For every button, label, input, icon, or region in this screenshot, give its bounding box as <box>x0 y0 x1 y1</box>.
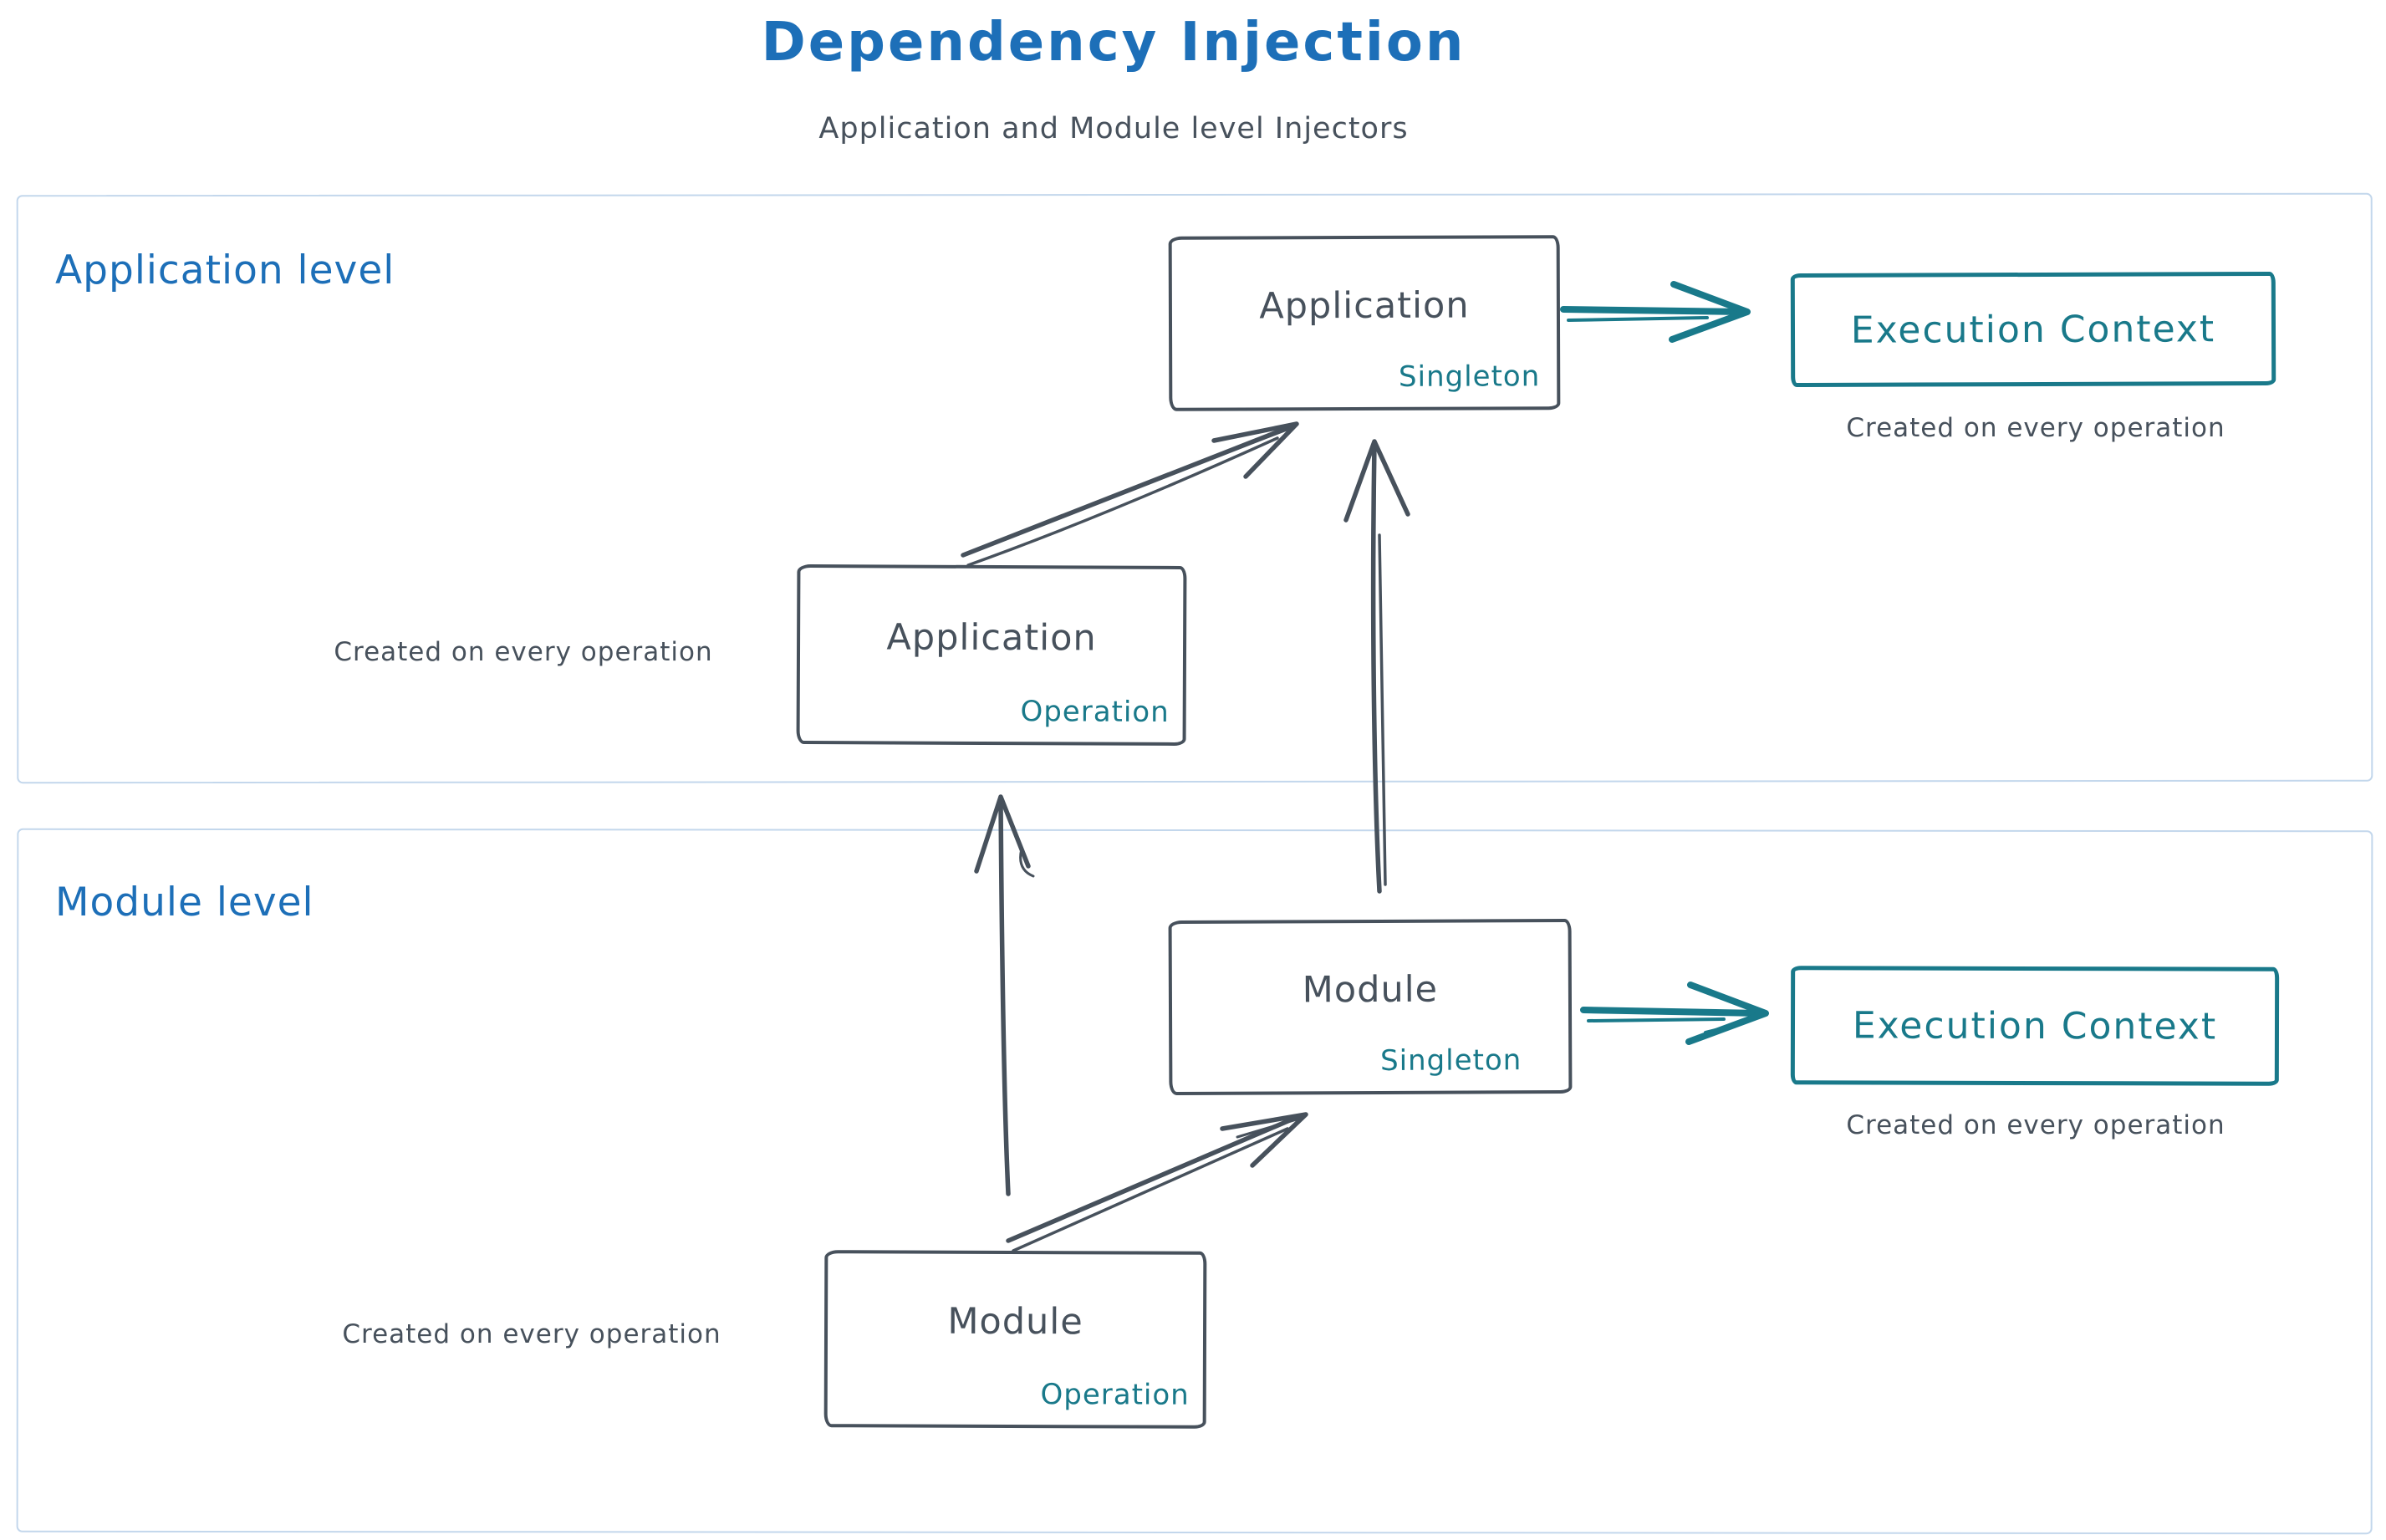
module-singleton-tag: Singleton <box>1379 1043 1522 1078</box>
module-execution-context-label: Execution Context <box>1852 1003 2218 1048</box>
app-execution-context-label: Execution Context <box>1850 307 2216 352</box>
app-operation-tag: Operation <box>1020 695 1170 729</box>
app-singleton-box: Application Singleton <box>1168 235 1561 411</box>
app-execution-context-box: Execution Context <box>1790 271 2276 388</box>
app-singleton-title: Application <box>1259 284 1470 327</box>
module-execution-context-box: Execution Context <box>1790 966 2280 1086</box>
app-operation-caption: Created on every operation <box>334 637 713 667</box>
module-execution-context-caption: Created on every operation <box>1846 1110 2225 1140</box>
module-singleton-title: Module <box>1302 968 1439 1011</box>
page-title: Dependency Injection <box>761 12 1466 74</box>
module-operation-tag: Operation <box>1040 1378 1190 1412</box>
app-operation-title: Application <box>886 615 1097 660</box>
app-singleton-tag: Singleton <box>1398 360 1541 394</box>
module-operation-title: Module <box>947 1300 1083 1344</box>
app-operation-box: Application Operation <box>796 563 1187 747</box>
app-execution-context-caption: Created on every operation <box>1846 413 2225 443</box>
module-singleton-box: Module Singleton <box>1168 918 1573 1096</box>
module-level-label: Module level <box>55 880 314 926</box>
module-operation-box: Module Operation <box>823 1250 1207 1429</box>
module-operation-caption: Created on every operation <box>342 1319 721 1349</box>
page-subtitle: Application and Module level Injectors <box>818 112 1409 145</box>
application-level-label: Application level <box>55 247 395 293</box>
